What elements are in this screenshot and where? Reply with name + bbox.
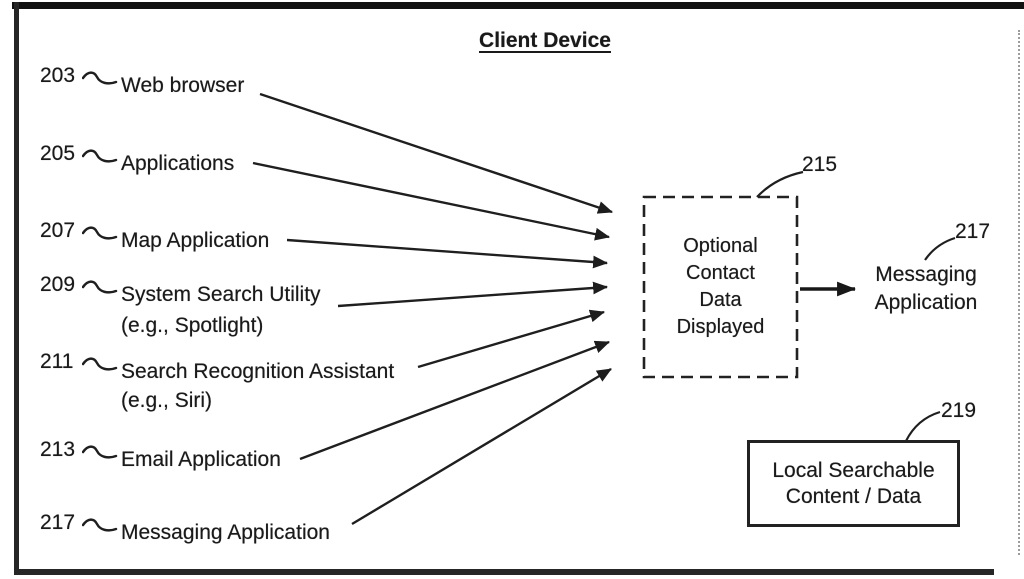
diagram-title: Client Device [479,29,611,52]
reference-number: 213 [40,438,76,461]
messaging-output-line: Messaging [875,263,977,286]
source-row-email-application: 213 Email Application [40,438,281,472]
frame-border-top [12,2,1024,9]
reference-squiggle-icon [82,518,118,532]
reference-squiggle-icon [82,149,118,163]
messaging-output-line: Application [874,291,978,314]
leader-line-217 [924,236,956,261]
arrow-system-search-utility-to-contact-box [337,281,609,308]
source-label-secondary: (e.g., Spotlight) [121,314,264,337]
frame-border-left [14,2,19,575]
source-label: Web browser [121,74,245,97]
reference-number-215: 215 [802,153,838,176]
storage-box-line: Content / Data [785,484,922,508]
reference-squiggle-icon [82,226,118,240]
source-row-map-application: 207 Map Application [40,219,269,253]
messaging-application-output: Messaging Application [858,261,994,317]
source-label-secondary: (e.g., Siri) [121,389,213,412]
contact-box-line: Optional [683,235,758,257]
contact-box-line: Contact [686,262,755,284]
contact-box-line: Displayed [676,316,765,338]
source-label: Applications [121,152,235,175]
local-searchable-content-box: Local Searchable Content / Data [747,440,960,527]
frame-border-right-dotted [1018,30,1020,555]
reference-squiggle-icon [82,357,118,371]
storage-box-line: Local Searchable [772,458,935,482]
reference-squiggle-icon [82,280,118,294]
source-label: Messaging Application [121,521,330,544]
source-row-system-search-utility: 209 System Search Utility [40,273,321,307]
reference-number: 211 [40,350,74,373]
arrow-messaging-application-to-contact-box [351,367,612,526]
reference-number: 203 [40,64,76,87]
source-row-search-recognition-assistant: 211 Search Recognition Assistant [40,350,394,384]
reference-number: 209 [40,273,76,296]
reference-squiggle-icon [82,445,118,459]
reference-number-217: 217 [955,220,991,243]
arrow-applications-to-contact-box [252,161,611,241]
reference-number-219: 219 [941,399,977,422]
source-label: Map Application [121,229,270,252]
source-row-applications: 205 Applications [40,142,234,176]
reference-squiggle-icon [82,71,118,85]
optional-contact-data-text: Optional Contact Data Displayed [644,197,797,377]
leader-line-215 [756,170,804,198]
arrow-web-browser-to-contact-box [259,92,614,214]
frame-border-bottom [14,569,994,575]
reference-number: 207 [40,219,76,242]
reference-number: 217 [40,511,76,534]
arrow-map-application-to-contact-box [286,238,609,269]
arrow-search-recognition-assistant-to-contact-box [417,309,606,369]
source-label: System Search Utility [121,283,321,306]
source-row-web-browser: 203 Web browser [40,64,244,98]
contact-box-line: Data [699,289,742,311]
source-label: Search Recognition Assistant [121,360,395,383]
leader-line-219 [905,410,941,442]
reference-number: 205 [40,142,76,165]
source-row-messaging-application: 217 Messaging Application [40,511,330,545]
source-label: Email Application [121,448,281,471]
